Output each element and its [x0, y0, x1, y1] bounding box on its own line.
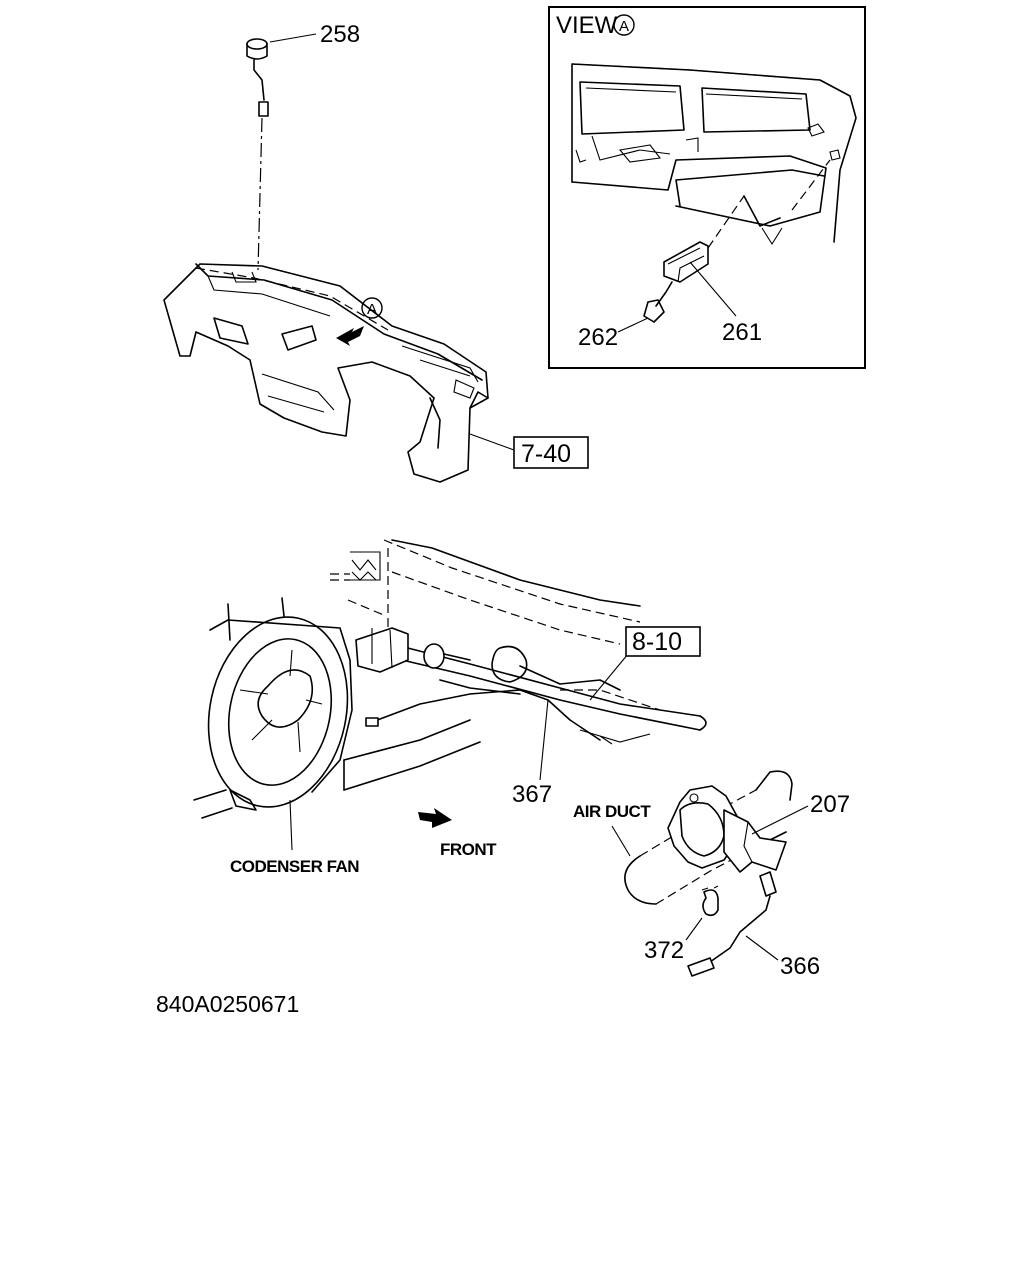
- part-number-367: 367: [512, 781, 552, 808]
- inset-vent-right: [701, 87, 811, 133]
- view-direction-arrow: [336, 326, 364, 346]
- inset-vent-left: [579, 81, 685, 135]
- part-number-372: 372: [644, 937, 684, 964]
- view-marker-circle: [613, 14, 635, 36]
- drawing-code: 840A0250671: [156, 991, 299, 1017]
- caption-air-duct: AIR DUCT: [573, 802, 651, 821]
- view-marker-letter: A: [619, 18, 629, 35]
- view-label: VIEW: [556, 12, 618, 39]
- view-a-inset: VIEW A 262 261: [548, 6, 866, 369]
- ref-8-10: 8-10: [632, 628, 682, 656]
- part-number-261: 261: [722, 319, 762, 346]
- part-262-screw: [643, 299, 665, 323]
- part-number-207: 207: [810, 791, 850, 818]
- condenser-fan: CODENSER FAN: [193, 597, 360, 876]
- marker-a-letter: A: [367, 301, 377, 318]
- part-number-366: 366: [780, 953, 820, 980]
- air-duct-sensor: AIR DUCT 207 366 372: [573, 770, 850, 980]
- caption-condenser-fan: CODENSER FAN: [230, 857, 359, 876]
- front-arrow: [418, 808, 452, 828]
- part-number-258: 258: [320, 21, 360, 48]
- part-number-262: 262: [578, 324, 618, 351]
- instrument-panel: A 7-40: [163, 263, 589, 483]
- ref-box-8-10: [625, 626, 701, 657]
- front-indicator: FRONT: [418, 808, 498, 859]
- marker-a-circle: [361, 297, 383, 319]
- sensor-258: 258: [246, 21, 360, 271]
- engine-bay: 367 8-10: [330, 539, 707, 808]
- caption-front: FRONT: [440, 840, 497, 859]
- ref-box-7-40: [513, 436, 589, 469]
- part-261-clip: [663, 241, 709, 283]
- ref-7-40: 7-40: [521, 440, 571, 468]
